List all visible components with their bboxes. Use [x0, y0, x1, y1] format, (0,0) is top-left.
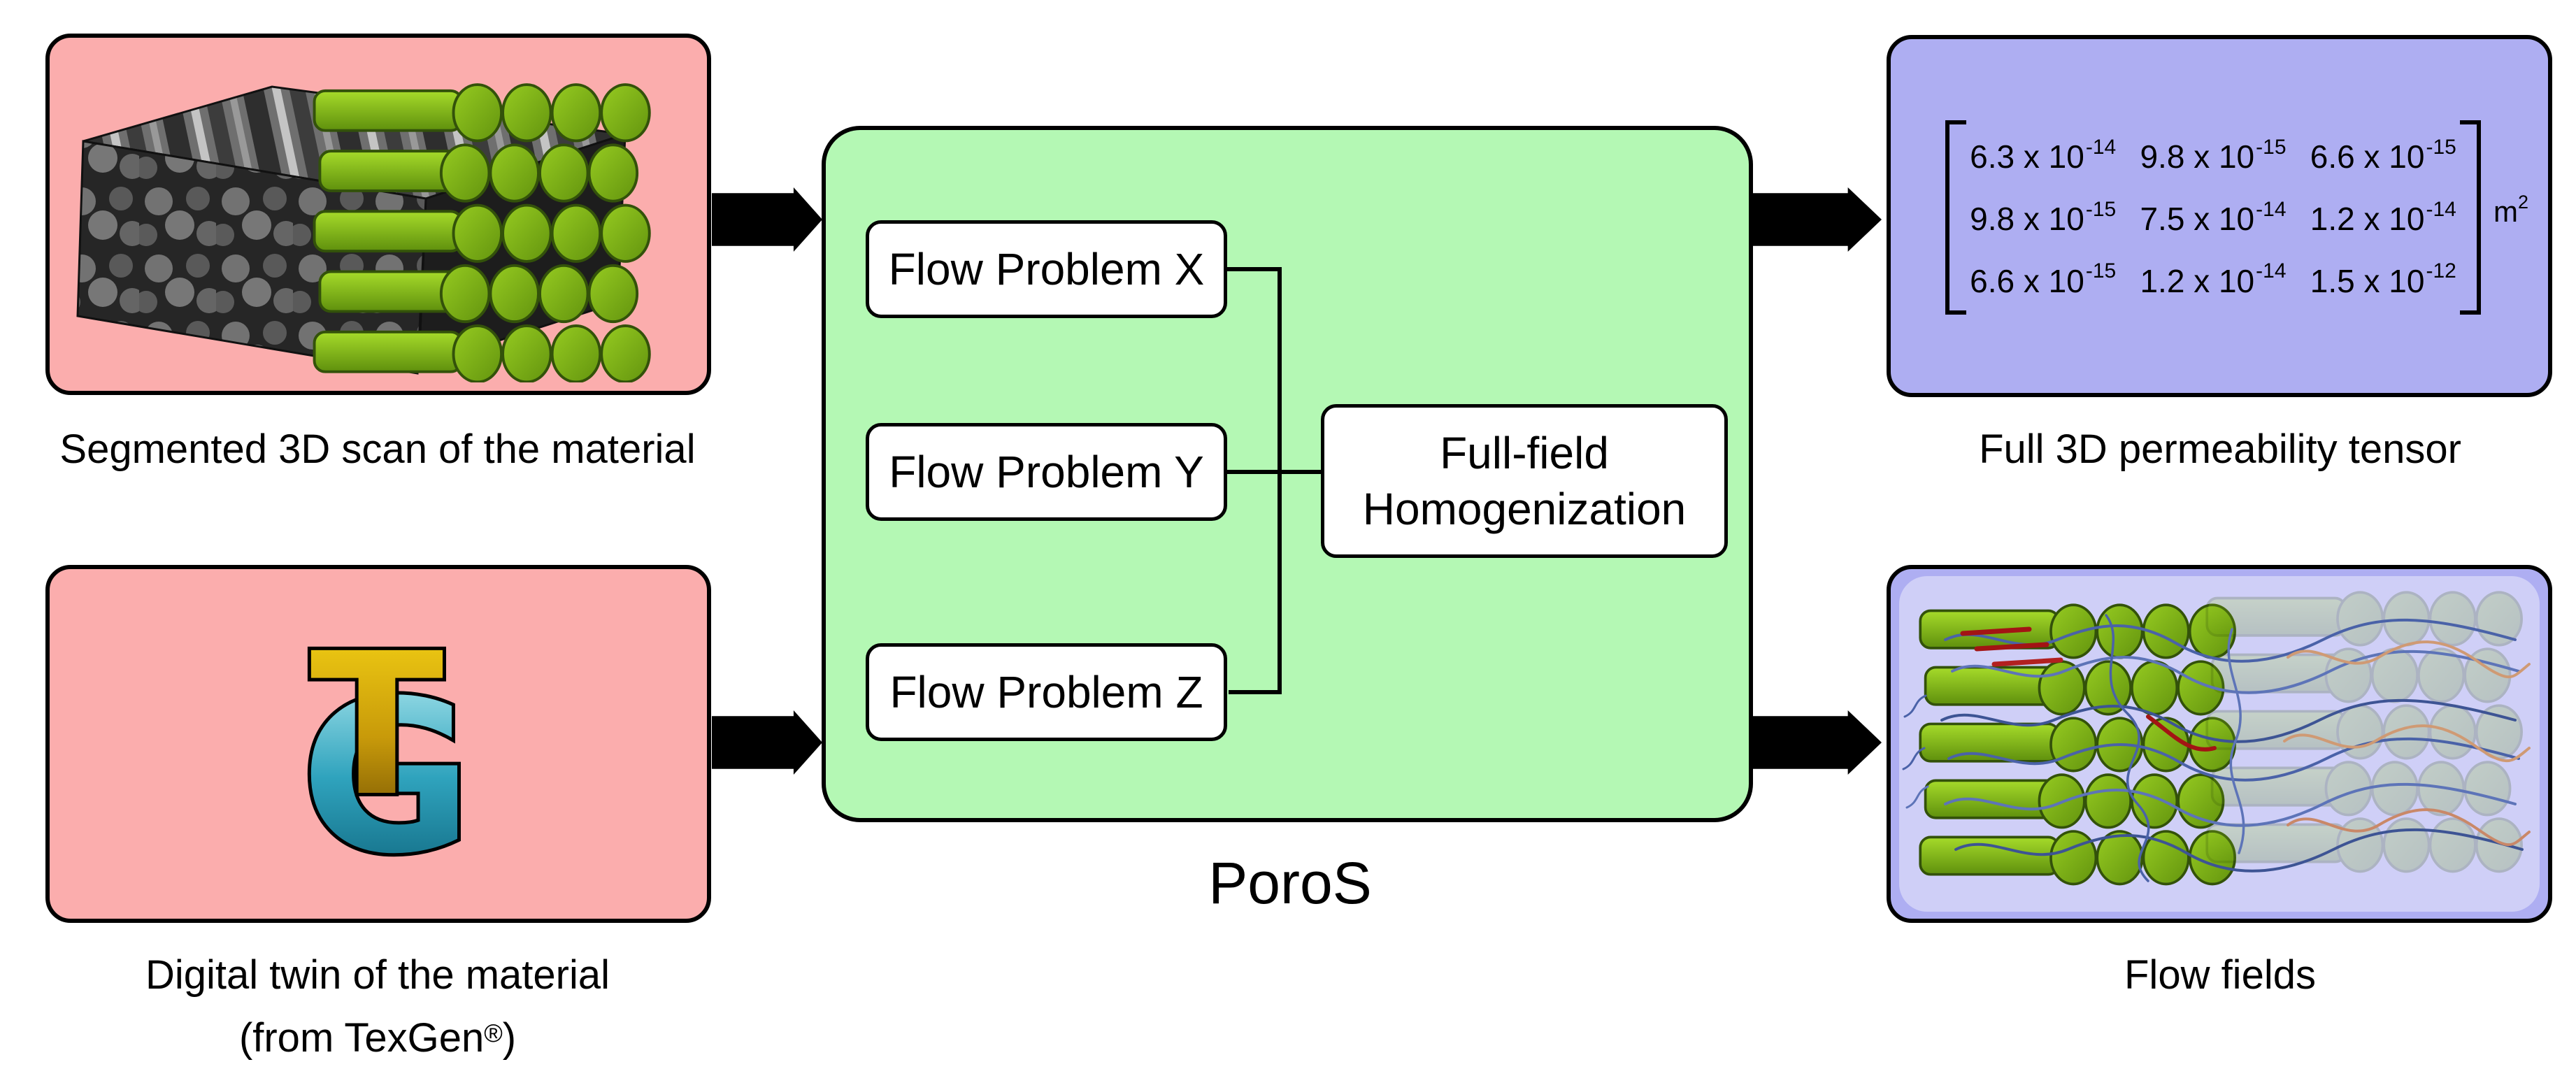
streamlines: [1902, 614, 2531, 882]
tensor-unit: m2: [2493, 192, 2529, 228]
segmented-yarns: [313, 83, 651, 382]
arrow-twin-to-poros-icon: [712, 710, 822, 775]
texgen-letter-t: T: [310, 618, 445, 840]
matrix-bracket-left: [1945, 120, 1966, 315]
flow-problem-y-box: Flow Problem Y: [866, 423, 1227, 521]
output-panel-flow: [1887, 565, 2552, 923]
arrow-scan-to-poros-icon: [712, 187, 822, 252]
input-panel-twin: G T: [45, 565, 711, 923]
texgen-logo: G T: [297, 618, 476, 877]
arrow-poros-to-flow-icon: [1752, 710, 1882, 775]
tensor-cell-yz: 1.2 x 10-14: [2310, 197, 2456, 237]
caption-twin-line1: Digital twin of the material: [145, 952, 610, 998]
caption-scan: Segmented 3D scan of the material: [59, 426, 696, 472]
tensor-cell-yy: 7.5 x 10-14: [2140, 197, 2287, 237]
tensor-cell-zy: 1.2 x 10-14: [2140, 259, 2287, 299]
connector-z-stub: [1229, 690, 1282, 694]
permeability-matrix: 6.3 x 10-14 9.8 x 10-15 6.6 x 10-15 9.8 …: [1958, 126, 2468, 312]
tensor-cell-zx: 6.6 x 10-15: [1970, 259, 2117, 299]
connector-y-line: [1227, 470, 1321, 474]
caption-twin-line2: (from TexGen®): [238, 1015, 517, 1061]
flow-fields-image: [1899, 576, 2540, 912]
connector-x-stub: [1227, 267, 1282, 271]
caption-tensor: Full 3D permeability tensor: [1979, 426, 2461, 472]
matrix-bracket-right: [2460, 120, 2481, 315]
caption-flow: Flow fields: [2124, 952, 2316, 998]
poros-label: PoroS: [1208, 850, 1372, 916]
tensor-cell-yx: 9.8 x 10-15: [1970, 197, 2117, 237]
flow-problem-x-box: Flow Problem X: [866, 220, 1227, 318]
flow-problem-z-box: Flow Problem Z: [866, 643, 1227, 741]
tensor-cell-xz: 6.6 x 10-15: [2310, 136, 2456, 175]
scan-image: [76, 83, 651, 382]
connector-trunk: [1278, 267, 1282, 694]
caption-twin: Digital twin of the material (from TexGe…: [28, 944, 727, 1069]
arrow-poros-to-tensor-icon: [1752, 187, 1882, 252]
input-panel-scan: [45, 34, 711, 395]
homogenization-line1: Full-field: [1440, 428, 1609, 478]
tensor-cell-xy: 9.8 x 10-15: [2140, 136, 2287, 175]
tensor-cell-zz: 1.5 x 10-12: [2310, 259, 2456, 299]
homogenization-box: Full-field Homogenization: [1321, 404, 1728, 558]
texgen-letter-g: G: [301, 656, 473, 877]
tensor-cell-xx: 6.3 x 10-14: [1970, 136, 2117, 175]
registered-mark: ®: [484, 1019, 503, 1047]
homogenization-line2: Homogenization: [1362, 484, 1687, 534]
output-panel-tensor: [1887, 35, 2552, 397]
